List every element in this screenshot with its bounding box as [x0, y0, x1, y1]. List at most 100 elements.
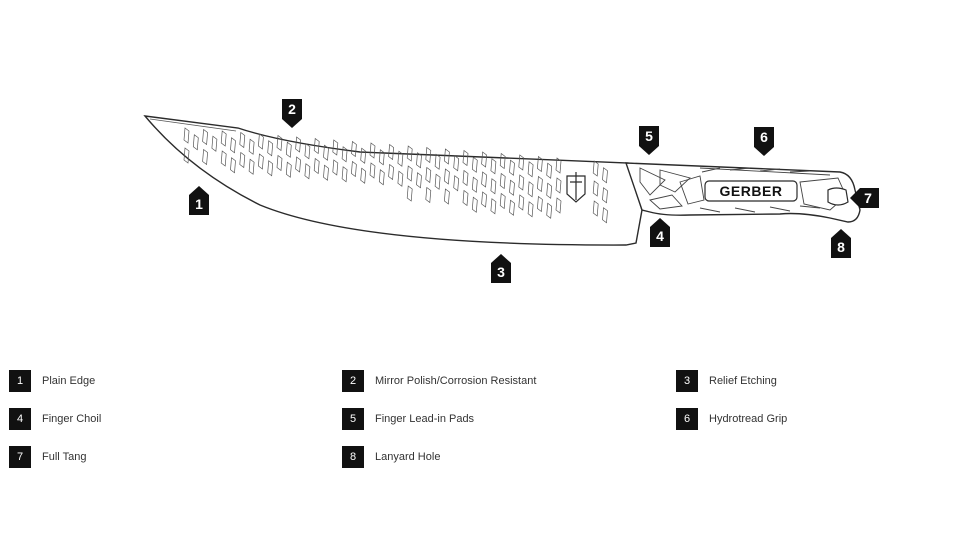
legend-badge: 8 [342, 446, 364, 468]
legend-item-7: 7 Full Tang [9, 446, 86, 468]
etch-diamond [230, 157, 236, 174]
gerber-emblem-icon [566, 172, 586, 203]
callout-8-number: 8 [837, 239, 845, 255]
etch-diamond [425, 146, 432, 164]
etch-diamond [369, 142, 376, 159]
lanyard-hole [827, 187, 849, 206]
etch-diamond [351, 160, 357, 178]
callout-4: 4 [650, 218, 670, 247]
etch-diamond [183, 127, 190, 144]
etch-diamond [397, 150, 404, 167]
etch-diamond [416, 152, 422, 169]
etch-diamond [230, 137, 236, 154]
etch-diamond [592, 200, 599, 217]
etch-diamond [434, 153, 441, 170]
callout-1-number: 1 [195, 196, 203, 212]
etch-diamond [313, 137, 320, 155]
legend-label: Full Tang [42, 451, 87, 463]
etch-diamond [304, 143, 311, 160]
etch-diamond [202, 128, 208, 146]
legend-label: Relief Etching [709, 375, 777, 387]
etch-diamond [304, 163, 311, 180]
relief-etching-pattern [183, 127, 608, 224]
etch-diamond [323, 164, 329, 181]
etch-diamond [471, 196, 478, 213]
etch-diamond [267, 160, 274, 177]
callout-7-number: 7 [864, 190, 872, 206]
brand-logo-text: GERBER [720, 183, 783, 199]
knife-diagram: GERBER 1 2 3 4 5 6 7 8 [143, 99, 879, 283]
callout-3: 3 [491, 254, 511, 283]
etch-diamond [239, 151, 246, 169]
etch-diamond [220, 130, 227, 147]
etch-diamond [202, 148, 208, 166]
legend-item-4: 4 Finger Choil [9, 408, 101, 430]
etch-diamond [509, 179, 515, 196]
etch-diamond [537, 155, 543, 173]
etch-diamond [592, 160, 599, 177]
callout-8: 8 [831, 229, 851, 258]
etch-diamond [444, 148, 450, 165]
etch-diamond [537, 195, 543, 213]
etch-diamond [406, 165, 413, 182]
etch-diamond [462, 149, 469, 167]
etch-diamond [425, 166, 432, 184]
etch-diamond [360, 147, 367, 164]
etch-diamond [509, 159, 515, 176]
etch-diamond [258, 153, 264, 170]
etch-diamond [239, 131, 246, 149]
etch-diamond [490, 178, 497, 195]
etch-diamond [183, 147, 190, 164]
etch-diamond [258, 133, 264, 150]
legend-badge: 2 [342, 370, 364, 392]
legend-label: Finger Choil [42, 413, 102, 425]
callout-5: 5 [639, 126, 659, 155]
etch-diamond [499, 152, 506, 170]
etch-diamond [481, 191, 487, 208]
etch-diamond [416, 172, 422, 189]
etch-diamond [378, 169, 385, 186]
etch-diamond [434, 173, 441, 190]
legend-label: Hydrotread Grip [709, 413, 788, 425]
etch-diamond [509, 199, 515, 216]
etch-diamond [453, 155, 460, 172]
etch-diamond [285, 141, 292, 158]
brand-plate [704, 180, 798, 202]
etch-diamond [313, 157, 320, 175]
etch-diamond [425, 186, 432, 204]
etch-diamond [602, 207, 608, 224]
etch-diamond [555, 197, 562, 214]
etch-diamond [248, 158, 255, 175]
legend-item-6: 6 Hydrotread Grip [676, 408, 787, 430]
legend-label: Finger Lead-in Pads [375, 413, 475, 425]
etch-diamond [332, 159, 339, 176]
legend-badge: 5 [342, 408, 364, 430]
etch-diamond [192, 134, 199, 151]
etch-diamond [462, 169, 469, 187]
callout-6: 6 [754, 127, 774, 156]
etch-diamond [388, 163, 394, 181]
callout-4-number: 4 [656, 228, 664, 244]
etch-diamond [518, 194, 525, 211]
etch-diamond [295, 156, 301, 173]
etch-diamond [444, 168, 450, 185]
etch-diamond [444, 188, 450, 205]
etch-diamond [341, 166, 348, 183]
etch-diamond [499, 172, 506, 190]
legend-label: Mirror Polish/Corrosion Resistant [375, 375, 537, 387]
legend-item-1: 1 Plain Edge [9, 370, 95, 392]
etch-diamond [388, 143, 394, 161]
legend-item-8: 8 Lanyard Hole [342, 446, 440, 468]
etch-diamond [378, 149, 385, 166]
etch-diamond [518, 174, 525, 191]
etch-diamond [602, 167, 608, 184]
etch-diamond [285, 161, 292, 178]
legend-item-5: 5 Finger Lead-in Pads [342, 408, 474, 430]
legend-label: Plain Edge [42, 375, 96, 387]
legend-badge: 6 [676, 408, 698, 430]
etch-diamond [248, 138, 255, 155]
etch-diamond [555, 177, 562, 194]
legend-label: Lanyard Hole [375, 451, 441, 463]
callout-6-number: 6 [760, 129, 768, 145]
hydrotread-grip-pattern [639, 167, 847, 213]
